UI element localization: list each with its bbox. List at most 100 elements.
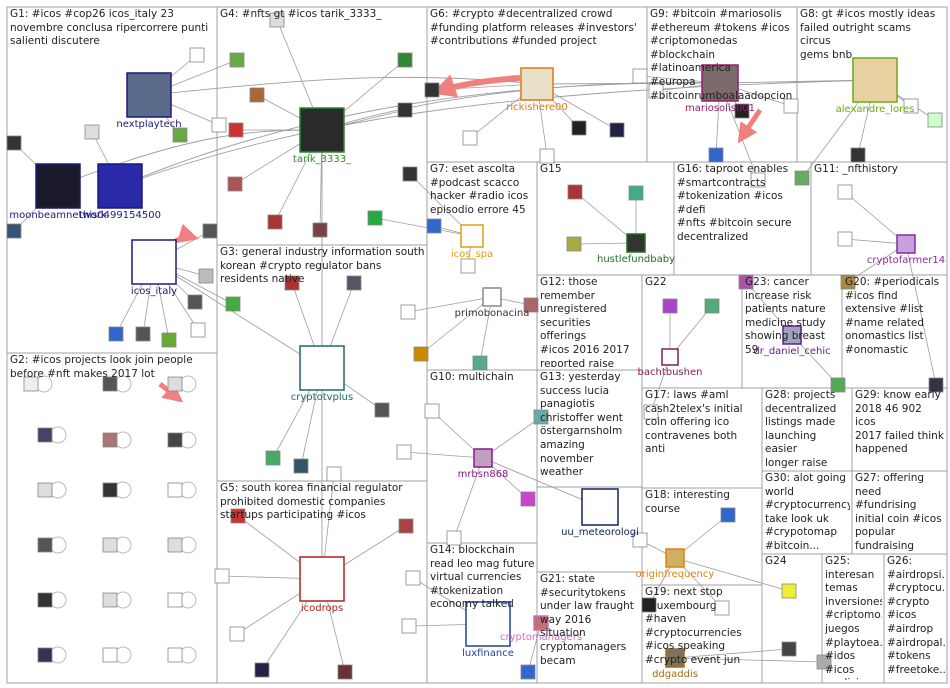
node-thumb[interactable] bbox=[648, 83, 664, 99]
node-thumb[interactable] bbox=[714, 600, 730, 616]
node-nextplaytech[interactable]: nextplaytech bbox=[116, 72, 182, 130]
node-thumb[interactable] bbox=[23, 376, 39, 392]
node-thumb[interactable] bbox=[312, 222, 328, 238]
node-thumb[interactable] bbox=[84, 124, 100, 140]
node-thumb[interactable] bbox=[704, 298, 720, 314]
node-thumb[interactable] bbox=[102, 592, 118, 608]
node-thumb[interactable] bbox=[337, 664, 353, 680]
node-thumb[interactable] bbox=[734, 103, 750, 119]
node-thumb[interactable] bbox=[520, 664, 536, 680]
node-thumb[interactable] bbox=[398, 518, 414, 534]
node-thumb[interactable] bbox=[172, 127, 188, 143]
node-cryptofarmer14[interactable]: cryptofarmer14 bbox=[867, 234, 945, 266]
node-thumb[interactable] bbox=[229, 626, 245, 642]
node-icos-italy[interactable]: icos_italy bbox=[131, 239, 177, 297]
node-thumb[interactable] bbox=[108, 326, 124, 342]
node-thumb[interactable] bbox=[927, 112, 943, 128]
node-thumb[interactable] bbox=[396, 444, 412, 460]
node-thumb[interactable] bbox=[632, 68, 648, 84]
node-thumb[interactable] bbox=[326, 466, 342, 482]
node-thumb[interactable] bbox=[198, 268, 214, 284]
node-thumb[interactable] bbox=[229, 52, 245, 68]
node-thumb[interactable] bbox=[102, 376, 118, 392]
node-thumb[interactable] bbox=[167, 482, 183, 498]
node-thumb[interactable] bbox=[520, 491, 536, 507]
node-thumb[interactable] bbox=[523, 297, 539, 313]
node-thumb[interactable] bbox=[781, 583, 797, 599]
node-moonbeamnetwork[interactable]: moonbeamnetwork bbox=[9, 163, 107, 221]
node-thumb[interactable] bbox=[426, 218, 442, 234]
node-thumb[interactable] bbox=[837, 184, 853, 200]
node-thumb[interactable] bbox=[781, 641, 797, 657]
node-thumb[interactable] bbox=[400, 304, 416, 320]
node-cryptomanagers[interactable]: cryptomanagers bbox=[500, 615, 582, 643]
node-thumb[interactable] bbox=[830, 377, 846, 393]
node-thumb[interactable] bbox=[472, 355, 488, 371]
node-thumb[interactable] bbox=[424, 82, 440, 98]
node-thumb[interactable] bbox=[928, 377, 944, 393]
node-thumb[interactable] bbox=[167, 592, 183, 608]
node-thumb[interactable] bbox=[269, 12, 285, 28]
node-thumb[interactable] bbox=[446, 530, 462, 546]
node-thumb[interactable] bbox=[401, 618, 417, 634]
node-thumb[interactable] bbox=[227, 176, 243, 192]
node-thumb[interactable] bbox=[566, 236, 582, 252]
node-tarik-3333-[interactable]: tarik_3333_ bbox=[293, 107, 352, 165]
node-luxfinance[interactable]: luxfinance bbox=[462, 601, 514, 659]
node-dr-daniel-cehic[interactable]: dr_daniel_cehic bbox=[753, 325, 831, 357]
node-thumb[interactable] bbox=[662, 298, 678, 314]
node-thumb[interactable] bbox=[284, 275, 300, 291]
node-thumb[interactable] bbox=[225, 296, 241, 312]
node-thumb[interactable] bbox=[6, 135, 22, 151]
node-thumb[interactable] bbox=[167, 537, 183, 553]
node-mrbsn868[interactable]: mrbsn868 bbox=[458, 448, 509, 480]
node-uu-meteorologi[interactable]: uu_meteorologi bbox=[561, 488, 639, 538]
node-thumb[interactable] bbox=[167, 376, 183, 392]
node-thumb[interactable] bbox=[903, 98, 919, 114]
node-thumb[interactable] bbox=[249, 87, 265, 103]
node-thumb[interactable] bbox=[720, 507, 736, 523]
node-bachtbushen[interactable]: bachtbushen bbox=[638, 348, 703, 378]
node-originfrequency[interactable]: originfrequency bbox=[636, 548, 715, 580]
node-icodrops[interactable]: icodrops bbox=[299, 556, 345, 614]
node-thumb[interactable] bbox=[187, 294, 203, 310]
node-thumb[interactable] bbox=[37, 592, 53, 608]
node-thumb[interactable] bbox=[750, 172, 766, 188]
node-thumb[interactable] bbox=[167, 647, 183, 663]
node-thumb[interactable] bbox=[211, 117, 227, 133]
node-thumb[interactable] bbox=[267, 214, 283, 230]
node-thumb[interactable] bbox=[840, 274, 856, 290]
node-thumb[interactable] bbox=[641, 597, 657, 613]
node-cryptotvplus[interactable]: cryptotvplus bbox=[291, 345, 353, 403]
node-thumb[interactable] bbox=[214, 568, 230, 584]
node-thumb[interactable] bbox=[202, 223, 218, 239]
node-thumb[interactable] bbox=[102, 647, 118, 663]
node-thumb[interactable] bbox=[628, 185, 644, 201]
node-thumb[interactable] bbox=[738, 274, 754, 290]
node-thumb[interactable] bbox=[102, 482, 118, 498]
node-thumb[interactable] bbox=[293, 458, 309, 474]
node-thumb[interactable] bbox=[265, 450, 281, 466]
node-thumb[interactable] bbox=[37, 647, 53, 663]
node-this0499154500[interactable]: this0499154500 bbox=[79, 163, 161, 221]
node-primobonacina[interactable]: primobonacina bbox=[455, 287, 530, 319]
node-thumb[interactable] bbox=[783, 98, 799, 114]
node-thumb[interactable] bbox=[794, 170, 810, 186]
node-thumb[interactable] bbox=[37, 482, 53, 498]
node-mariosolis001[interactable]: mariosolis001 bbox=[685, 64, 755, 114]
node-thumb[interactable] bbox=[397, 52, 413, 68]
node-thumb[interactable] bbox=[102, 432, 118, 448]
node-thumb[interactable] bbox=[609, 122, 625, 138]
node-thumb[interactable] bbox=[254, 662, 270, 678]
node-thumb[interactable] bbox=[571, 120, 587, 136]
node-alexandre-lores[interactable]: alexandre_lores bbox=[836, 57, 915, 115]
node-thumb[interactable] bbox=[135, 326, 151, 342]
node-thumb[interactable] bbox=[816, 654, 832, 670]
node-thumb[interactable] bbox=[367, 210, 383, 226]
node-thumb[interactable] bbox=[6, 223, 22, 239]
node-hustlefundbaby[interactable]: hustlefundbaby bbox=[597, 233, 675, 265]
node-thumb[interactable] bbox=[102, 537, 118, 553]
node-thumb[interactable] bbox=[167, 432, 183, 448]
node-thumb[interactable] bbox=[230, 508, 246, 524]
node-thumb[interactable] bbox=[37, 537, 53, 553]
